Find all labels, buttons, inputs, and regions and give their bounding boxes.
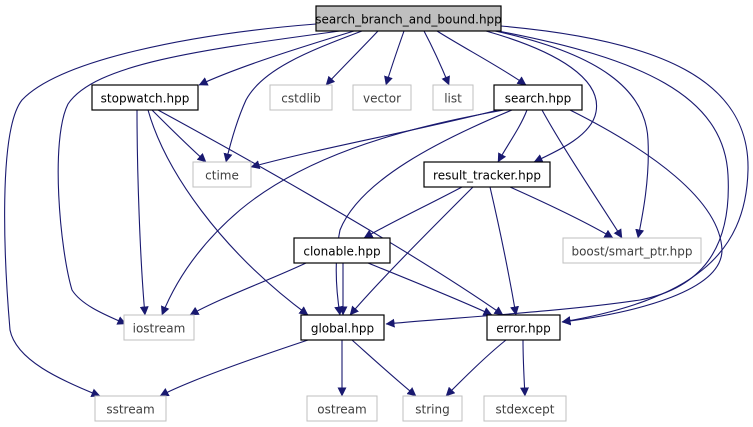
node-iostream-label: iostream — [133, 322, 186, 336]
edge-result-tracker-to-boost-smart-ptr — [509, 186, 614, 239]
edge-search-to-boost-smart-ptr — [541, 109, 623, 239]
edge-root-to-iostream — [57, 30, 341, 325]
node-global-box — [300, 314, 385, 341]
node-stdexcept-box — [483, 395, 567, 422]
node-stopwatch-label: stopwatch.hpp — [101, 92, 190, 106]
edge-root-to-global — [385, 30, 729, 328]
edges-layer — [4, 23, 749, 398]
edge-root-to-stopwatch — [198, 30, 355, 86]
node-list-box — [432, 84, 474, 111]
node-error-box — [486, 314, 561, 341]
edge-root-to-list — [423, 30, 450, 86]
edge-search-to-global — [334, 109, 513, 316]
edge-clonable-to-error — [367, 262, 493, 316]
node-boost-smart-ptr: boost/smart_ptr.hpp — [562, 237, 702, 264]
node-ostream: ostream — [306, 395, 378, 422]
node-ctime: ctime — [192, 161, 252, 188]
edge-result-tracker-to-error — [489, 186, 519, 316]
node-clonable[interactable]: clonable.hpp — [293, 237, 391, 264]
node-global-label: global.hpp — [311, 322, 374, 336]
node-stdexcept: stdexcept — [483, 395, 567, 422]
node-search-label: search.hpp — [505, 92, 572, 106]
edge-stopwatch-to-iostream — [136, 109, 149, 316]
node-root-label: search_branch_and_bound.hpp — [315, 13, 502, 27]
edge-result-tracker-to-global — [349, 186, 474, 316]
node-search[interactable]: search.hpp — [493, 84, 583, 111]
node-cstdlib-box — [269, 84, 333, 111]
node-ctime-label: ctime — [205, 169, 239, 183]
node-root: search_branch_and_bound.hpp — [315, 5, 502, 32]
node-result-tracker[interactable]: result_tracker.hpp — [423, 161, 551, 188]
node-cstdlib-label: cstdlib — [281, 92, 320, 106]
node-sstream-box — [94, 395, 167, 422]
node-clonable-label: clonable.hpp — [303, 245, 380, 259]
node-sstream: sstream — [94, 395, 167, 422]
node-stdexcept-label: stdexcept — [496, 403, 555, 417]
edge-root-to-error — [500, 25, 749, 325]
node-list: list — [432, 84, 474, 111]
edge-error-to-stdexcept — [520, 339, 530, 397]
edge-root-to-sstream — [4, 23, 317, 398]
nodes-layer: search_branch_and_bound.hpp stopwatch.hpp… — [91, 5, 702, 422]
node-error-label: error.hpp — [496, 322, 551, 336]
node-result-tracker-label: result_tracker.hpp — [433, 169, 541, 183]
edge-root-to-ctime — [223, 30, 363, 163]
edge-stopwatch-to-global — [147, 109, 309, 316]
node-search-box — [493, 84, 583, 111]
node-string-label: string — [415, 403, 449, 417]
node-vector-box — [352, 84, 412, 111]
node-boost-smart-ptr-label: boost/smart_ptr.hpp — [571, 245, 692, 259]
edge-search-to-iostream — [160, 109, 505, 316]
node-string: string — [402, 395, 463, 422]
node-cstdlib: cstdlib — [269, 84, 333, 111]
node-iostream: iostream — [123, 314, 195, 341]
node-ctime-box — [192, 161, 252, 188]
edge-global-to-sstream — [159, 339, 309, 397]
edge-root-to-vector — [384, 30, 405, 86]
node-error[interactable]: error.hpp — [486, 314, 561, 341]
node-clonable-box — [293, 237, 391, 264]
node-list-label: list — [444, 92, 462, 106]
edge-clonable-to-iostream — [189, 262, 307, 316]
node-vector-label: vector — [363, 92, 401, 106]
edge-root-to-boost-smart-ptr — [494, 30, 649, 239]
node-boost-smart-ptr-box — [562, 237, 702, 264]
edge-root-to-result-tracker — [485, 30, 598, 163]
node-iostream-box — [123, 314, 195, 341]
edge-search-to-result-tracker — [497, 109, 528, 163]
node-root-box — [315, 5, 502, 32]
node-sstream-label: sstream — [106, 403, 154, 417]
edge-search-to-error — [561, 109, 723, 326]
node-stopwatch-box — [91, 84, 199, 111]
node-stopwatch[interactable]: stopwatch.hpp — [91, 84, 199, 111]
node-global[interactable]: global.hpp — [300, 314, 385, 341]
node-vector: vector — [352, 84, 412, 111]
node-string-box — [402, 395, 463, 422]
edge-stopwatch-to-error — [157, 109, 504, 316]
node-result-tracker-box — [423, 161, 551, 188]
node-ostream-label: ostream — [317, 403, 366, 417]
edge-error-to-string — [445, 339, 507, 397]
node-ostream-box — [306, 395, 378, 422]
edge-result-tracker-to-clonable — [363, 186, 463, 239]
edge-global-to-string — [351, 339, 417, 397]
edge-root-to-search — [436, 30, 527, 86]
edge-root-to-cstdlib — [325, 30, 379, 86]
edge-stopwatch-to-ctime — [151, 109, 207, 163]
